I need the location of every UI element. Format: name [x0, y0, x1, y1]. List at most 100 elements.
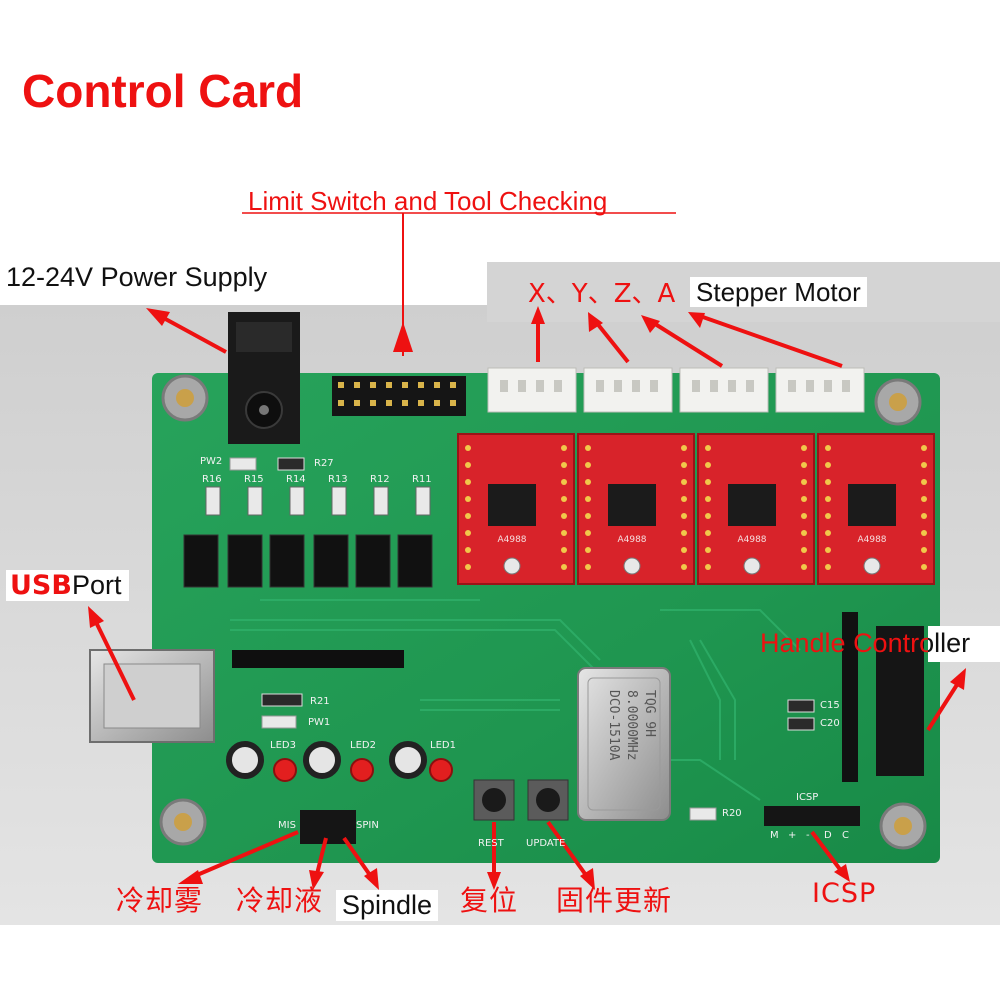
silk-update: UPDATE [526, 838, 566, 849]
driver-pin [465, 530, 471, 536]
driver-pin [585, 547, 591, 553]
connector-pin [728, 380, 736, 392]
driver-pin [801, 547, 807, 553]
pin-socket-strip [232, 650, 404, 668]
connector-pin [788, 380, 796, 392]
silk-icsp-pin: D [824, 830, 832, 841]
header-pin [370, 382, 376, 388]
header-pin [434, 382, 440, 388]
header-pin [450, 400, 456, 406]
update-switch [527, 779, 569, 821]
driver-pin [705, 513, 711, 519]
silk-pw1: PW1 [308, 717, 331, 728]
driver-pin [921, 496, 927, 502]
driver-pin [801, 564, 807, 570]
resistor-row [205, 486, 431, 516]
driver-pin [921, 462, 927, 468]
coolant-liquid-label: 冷却液 [236, 884, 324, 917]
driver-pin [561, 564, 567, 570]
silk-led3: LED3 [270, 740, 296, 751]
optocoupler-1 [183, 534, 219, 588]
driver-pin [705, 547, 711, 553]
annotation-arrows [88, 213, 966, 890]
header-pin [434, 400, 440, 406]
driver-pin [705, 445, 711, 451]
driver-pin [465, 462, 471, 468]
driver-chip [728, 484, 776, 526]
driver-chip-label: A4988 [497, 535, 526, 545]
connector-pin [710, 380, 718, 392]
driver-pin [561, 530, 567, 536]
driver-pin [801, 513, 807, 519]
capacitors [226, 741, 427, 779]
driver-pin [561, 479, 567, 485]
header-pin [418, 382, 424, 388]
optocoupler-5 [355, 534, 391, 588]
driver-pin [921, 564, 927, 570]
handle-controller-label-overlay: Handle Controller [928, 630, 970, 657]
c20-capacitor [787, 717, 815, 731]
driver-chip-label: A4988 [617, 535, 646, 545]
silk-r27: R27 [314, 458, 334, 469]
handle-label-backdrop [928, 626, 1000, 662]
connector-pin [650, 380, 658, 392]
driver-pin [825, 513, 831, 519]
driver-pin [801, 445, 807, 451]
header-pin [354, 400, 360, 406]
header-pin [370, 400, 376, 406]
driver-pin [681, 479, 687, 485]
coolant-mist-label: 冷却雾 [116, 884, 204, 917]
c15-capacitor [787, 699, 815, 713]
driver-pin [705, 564, 711, 570]
silk-spin: SPIN [356, 820, 379, 831]
crystal-text-2: 8.0000MHz [624, 690, 639, 760]
usb-port-label: USBPort [6, 570, 130, 601]
resistor-5 [373, 486, 389, 516]
reset-switch [473, 779, 515, 821]
silk-icsp: ICSP [796, 792, 819, 803]
driver-potentiometer [503, 557, 521, 575]
header-pin [386, 382, 392, 388]
silk-resistor-r12: R12 [370, 474, 390, 485]
driver-potentiometer [863, 557, 881, 575]
resistor-4 [331, 486, 347, 516]
driver-pin [585, 496, 591, 502]
driver-pin [561, 496, 567, 502]
driver-pin [585, 445, 591, 451]
driver-pin [801, 530, 807, 536]
driver-pin [681, 496, 687, 502]
status-leds [273, 758, 453, 782]
driver-pin [921, 479, 927, 485]
silk-resistor-r16: R16 [202, 474, 222, 485]
mis-spin-header [300, 810, 356, 844]
driver-pin [921, 445, 927, 451]
driver-chip [848, 484, 896, 526]
connector-pin [536, 380, 544, 392]
limit-switch-label: Limit Switch and Tool Checking [248, 186, 608, 216]
driver-pin [561, 445, 567, 451]
header-pin [418, 400, 424, 406]
driver-pin [705, 530, 711, 536]
connector-pin [614, 380, 622, 392]
driver-pin [825, 479, 831, 485]
driver-pin [465, 496, 471, 502]
driver-pin [921, 530, 927, 536]
driver-pin [825, 445, 831, 451]
stepper-connectors [487, 367, 865, 413]
silk-mis: MIS [278, 820, 296, 831]
driver-pin [585, 513, 591, 519]
driver-pin [921, 547, 927, 553]
connector-pin [842, 380, 850, 392]
r27-resistor [277, 457, 305, 471]
connector-pin [806, 380, 814, 392]
silk-r20: R20 [722, 808, 742, 819]
driver-pin [585, 462, 591, 468]
r21-resistor [261, 693, 303, 707]
driver-chip-label: A4988 [857, 535, 886, 545]
stepper-driver-4: A4988 [817, 433, 935, 585]
pcb-traces [230, 599, 801, 801]
header-pin [338, 382, 344, 388]
silk-led2: LED2 [350, 740, 376, 751]
driver-pin [681, 547, 687, 553]
resistor-6 [415, 486, 431, 516]
